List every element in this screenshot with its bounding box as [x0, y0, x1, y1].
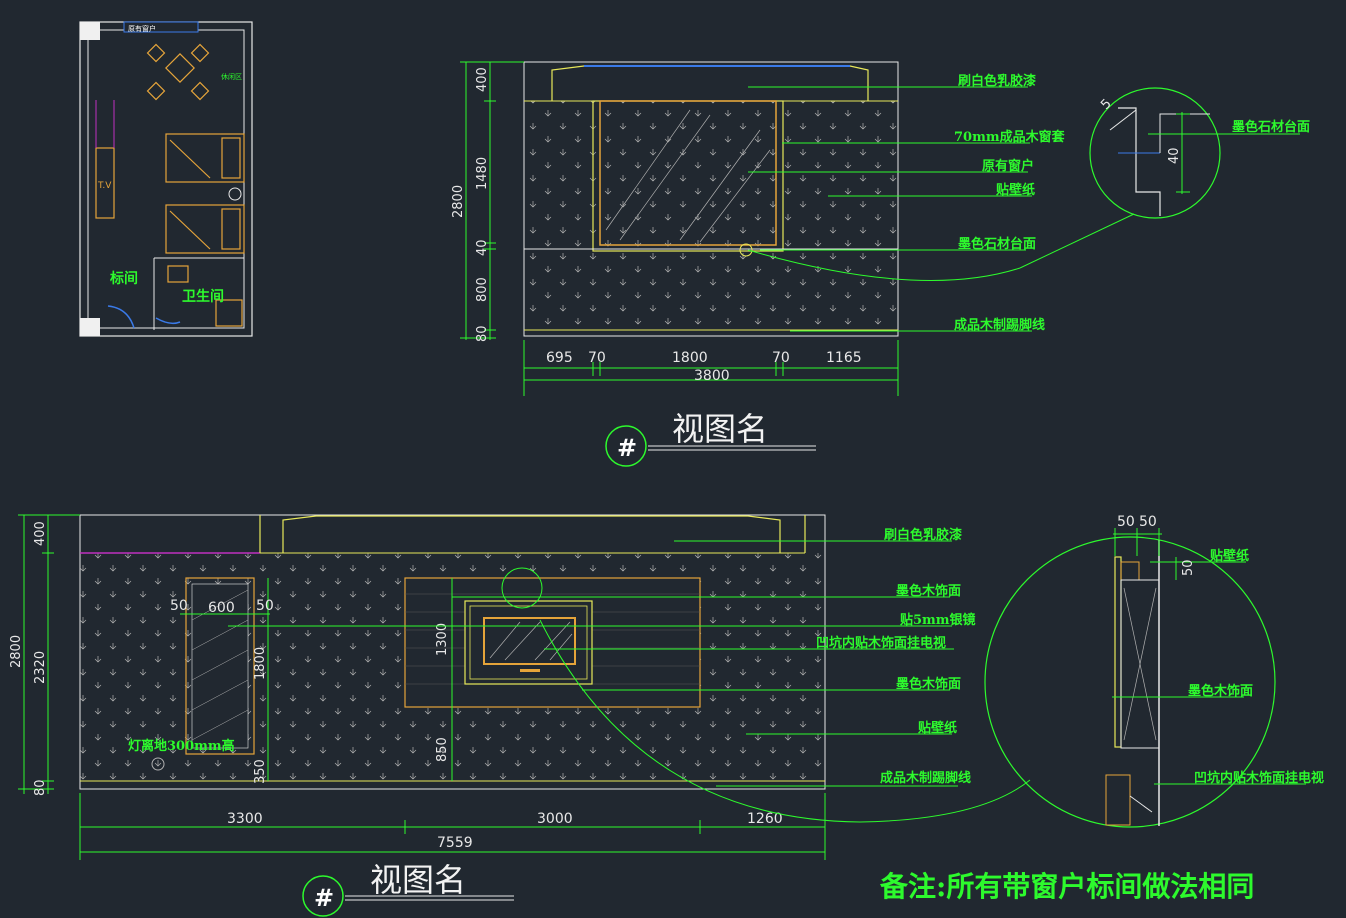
elev2-label-3: 贴5mm银镜	[900, 612, 976, 628]
elev1-label-3: 原有窗户	[982, 158, 1034, 174]
elev2-lamp-note: 灯离地300mm高	[128, 738, 235, 754]
detail2-dim-50b: 50	[1139, 514, 1157, 530]
footnote: 备注:所有带窗户标间做法相同	[879, 870, 1254, 903]
room-label: 标间	[109, 270, 138, 287]
elev2-label-2: 墨色木饰面	[896, 583, 961, 599]
elev1-dim-70a: 70	[588, 350, 606, 366]
elev1-label-5: 墨色石材台面	[958, 236, 1036, 252]
detail-1: 40 5 墨色石材台面	[747, 87, 1310, 281]
elev2-view-symbol: #	[314, 884, 334, 912]
elev1-dim-1165: 1165	[826, 350, 862, 366]
detail2-label-2: 墨色木饰面	[1188, 683, 1253, 699]
elev2-mirror-dim-1800: 1800	[253, 647, 268, 680]
elev2-tv-dim-850: 850	[435, 737, 450, 762]
elev2-dim-2320: 2320	[33, 651, 48, 684]
elev1-total-height: 2800	[451, 185, 466, 218]
elev1-dim-1480: 1480	[475, 157, 490, 190]
detail2-label-3: 凹坑内贴木饰面挂电视	[1194, 770, 1324, 786]
elev2-view-title: 视图名	[370, 861, 466, 899]
elev1-dim-800: 800	[475, 277, 490, 302]
elev2-label-1: 刷白色乳胶漆	[884, 527, 962, 543]
elevation-2: 400 2320 80 2800 50 600 50 1800 350 1300…	[9, 514, 1031, 917]
detail1-dim-5: 5	[1098, 96, 1114, 112]
bath-label: 卫生间	[182, 288, 224, 305]
elev2-label-5: 墨色木饰面	[896, 676, 961, 692]
detail2-label-1: 贴壁纸	[1210, 548, 1249, 564]
elev1-view-symbol: #	[617, 434, 637, 462]
elev2-mirror-dim-600: 600	[208, 600, 235, 616]
tv-label: T.V	[97, 181, 112, 191]
elev2-label-7: 成品木制踢脚线	[880, 770, 971, 786]
elev2-label-6: 贴壁纸	[918, 720, 957, 736]
elev1-dim-70b: 70	[772, 350, 790, 366]
elev1-label-6: 成品木制踢脚线	[954, 317, 1045, 333]
elev2-label-4: 凹坑内贴木饰面挂电视	[816, 635, 946, 651]
elev2-mirror-dim-50b: 50	[256, 598, 274, 614]
elev1-label-2: 70mm成品木窗套	[954, 129, 1066, 145]
elev2-dim-3000: 3000	[537, 811, 573, 827]
elev1-total-width: 3800	[694, 368, 730, 384]
floor-plan: 原有窗户 标间 卫生间 T.V	[79, 21, 253, 337]
elev2-dim-1260: 1260	[747, 811, 783, 827]
detail2-dim-50a: 50	[1117, 514, 1135, 530]
elev2-total-height: 2800	[9, 635, 24, 668]
elev2-dim-3300: 3300	[227, 811, 263, 827]
elev2-tv-dim-1300: 1300	[435, 623, 450, 656]
elev2-mirror-dim-350: 350	[253, 759, 268, 784]
detail-2: 50 50 50 贴壁纸 墨色木饰面 凹坑内贴木饰面挂电视	[984, 514, 1324, 828]
detail2-dim-side: 50	[1181, 559, 1196, 576]
detail1-label: 墨色石材台面	[1232, 119, 1310, 135]
elev2-mirror-dim-50a: 50	[170, 598, 188, 614]
elev1-dim-400: 400	[475, 67, 490, 92]
dining-label: 休闲区	[221, 72, 242, 81]
elevation-1: 400 1480 40 800 80 2800 695 70 1800 70 1…	[451, 61, 1066, 467]
elev1-dim-40: 40	[475, 239, 490, 256]
elev2-dim-400: 400	[33, 521, 48, 546]
window-note: 原有窗户	[128, 24, 156, 33]
elev1-dim-80: 80	[475, 325, 490, 342]
elev2-total-width: 7559	[437, 835, 473, 851]
elev1-dim-1800: 1800	[672, 350, 708, 366]
elev1-label-4: 贴壁纸	[996, 182, 1035, 198]
elev1-view-title: 视图名	[672, 410, 768, 448]
detail1-dim-40: 40	[1167, 147, 1182, 164]
elev1-label-1: 刷白色乳胶漆	[958, 73, 1036, 89]
elev2-dim-80: 80	[33, 779, 48, 796]
elev1-dim-695: 695	[546, 350, 573, 366]
